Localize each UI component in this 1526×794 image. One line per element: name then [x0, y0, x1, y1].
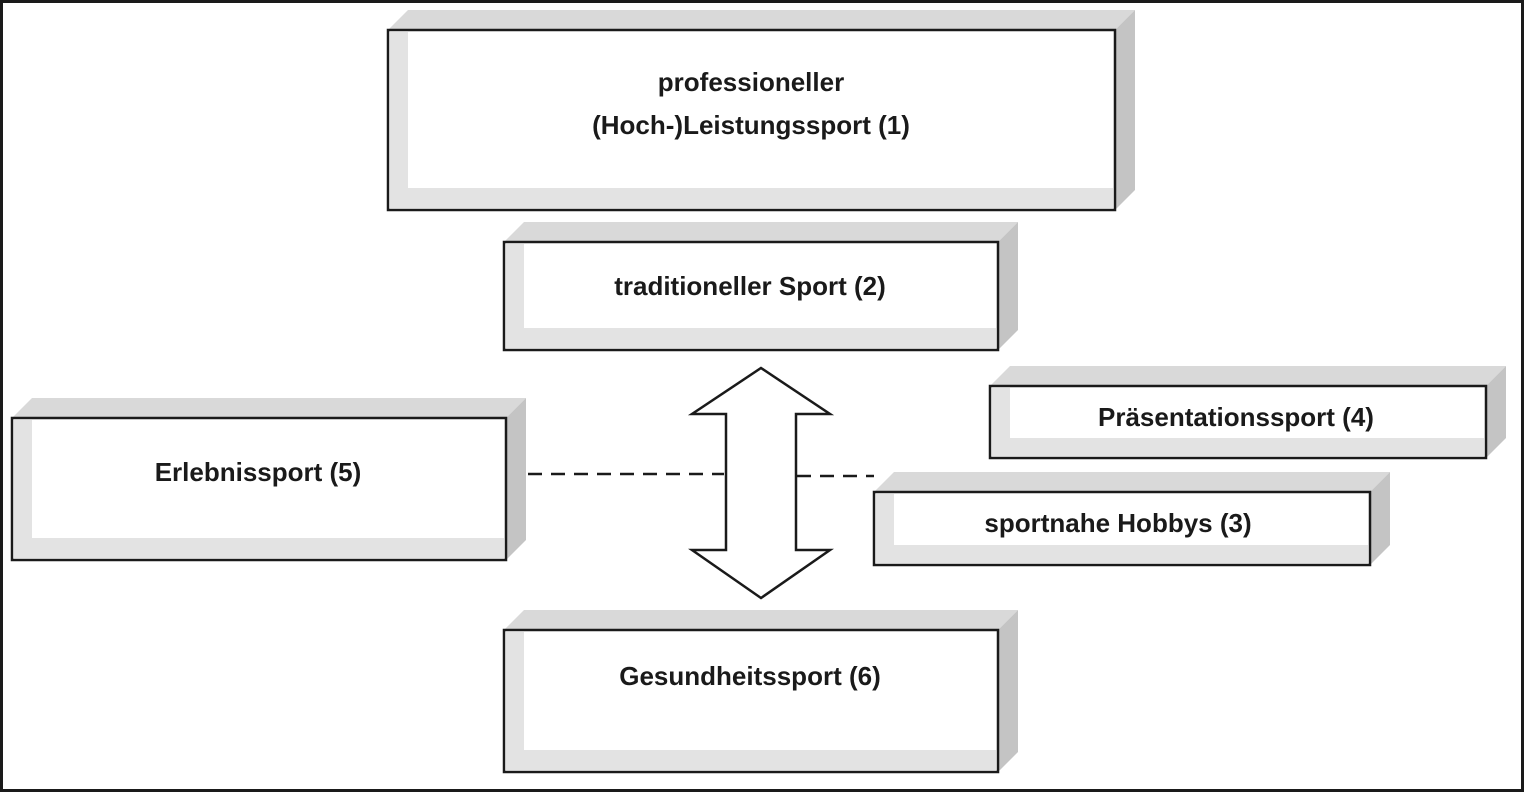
box-professional-line1: professioneller [658, 67, 844, 97]
box-adventure-sport: Erlebnissport (5) [10, 398, 526, 562]
box-presentation-label: Präsentationssport (4) [1098, 402, 1374, 432]
double-arrow-icon [687, 366, 835, 600]
box-sport-hobbies: sportnahe Hobbys (3) [872, 472, 1390, 567]
box-presentation-sport: Präsentationssport (4) [988, 366, 1506, 460]
box-traditional-sport: traditioneller Sport (2) [502, 222, 1018, 352]
box-health-sport: Gesundheitssport (6) [502, 610, 1018, 774]
box-health-label: Gesundheitssport (6) [619, 661, 880, 691]
box-professional-sport: professioneller (Hoch-)Leistungssport (1… [386, 10, 1135, 212]
box-hobbies-label: sportnahe Hobbys (3) [984, 508, 1251, 538]
box-adventure-label: Erlebnissport (5) [155, 457, 362, 487]
box-traditional-label: traditioneller Sport (2) [614, 271, 886, 301]
box-professional-line2: (Hoch-)Leistungssport (1) [592, 110, 910, 140]
